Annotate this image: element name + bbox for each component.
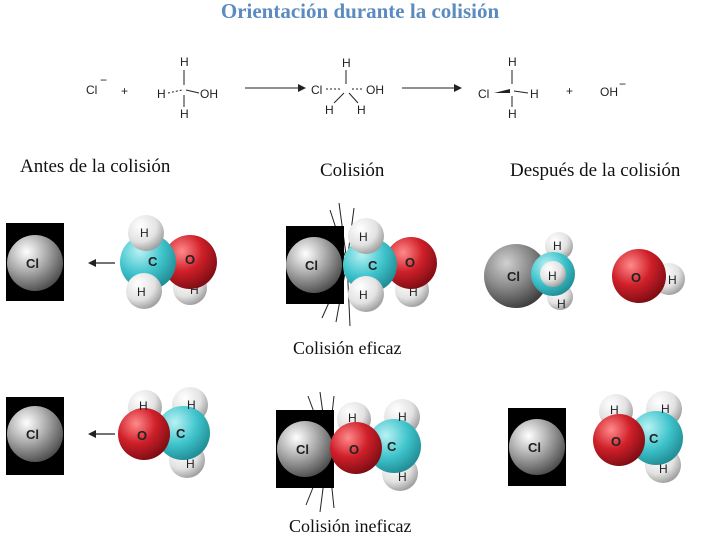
heading-collision: Colisión (320, 160, 385, 181)
eq-p-h-top: H (508, 55, 517, 69)
eq-ts-cl: Cl (311, 83, 322, 97)
h-label: H (348, 411, 357, 425)
h-label: H (359, 230, 368, 244)
methanol-before-1: H H H C O (120, 215, 217, 309)
caption-ineffective: Colisión ineficaz (289, 516, 412, 536)
hydroxide-after-1: O H (612, 249, 685, 303)
methanol-after-2: H H H O C (593, 391, 683, 483)
cl-atom-before-2 (7, 406, 63, 462)
eq-h-top: H (180, 55, 189, 69)
page-title: Orientación durante la colisión (220, 0, 500, 23)
h-label: H (186, 457, 195, 471)
caption-effective: Colisión eficaz (293, 338, 402, 358)
cl-label-collision-2: Cl (296, 442, 309, 457)
h-label: H (187, 398, 196, 412)
approach-arrow-1 (88, 259, 96, 267)
chloromethane-after-1: Cl H H H (484, 232, 575, 311)
cl-label-before-1: Cl (26, 256, 39, 271)
o-label: O (611, 434, 621, 449)
h-label: H (140, 226, 149, 240)
eq-oh: OH (200, 87, 218, 101)
o-label: O (631, 270, 641, 285)
heading-after: Después de la colisión (510, 160, 681, 181)
heading-before: Antes de la colisión (20, 156, 171, 177)
eq-oh-charge: − (619, 77, 626, 91)
o-label: O (405, 255, 415, 270)
h-label: H (659, 462, 668, 476)
eq-ts-oh: OH (366, 83, 384, 97)
approach-arrow-2 (88, 430, 96, 438)
h-label: H (557, 297, 566, 311)
c-label: C (387, 439, 397, 454)
h-label: H (661, 402, 670, 416)
methanol-collision-2: H H H O C (330, 399, 421, 491)
h-label: H (668, 273, 677, 287)
chemical-equation: Cl − + H H OH H H Cl OH H H H Cl H H + O… (86, 55, 626, 121)
c-label: C (368, 258, 378, 273)
c-label: C (649, 431, 659, 446)
h-label: H (139, 399, 148, 413)
methanol-collision-1: H H H C O (343, 218, 437, 312)
o-label: O (137, 428, 147, 443)
c-label: C (176, 426, 186, 441)
cl-label-after-1: Cl (507, 269, 520, 284)
eq-ts-h-top: H (342, 56, 351, 70)
h-label: H (553, 239, 562, 253)
eq-ts-h-1: H (325, 103, 334, 117)
cl-atom-collision-1 (286, 237, 342, 293)
eq-p-h-bottom: H (508, 107, 517, 121)
eq-cl-ion: Cl (86, 83, 97, 97)
h-label: H (398, 410, 407, 424)
eq-plus-2: + (566, 84, 573, 98)
c-label: C (148, 254, 158, 269)
h-label: H (610, 403, 619, 417)
eq-oh-ion: OH (600, 85, 618, 99)
eq-plus-1: + (121, 84, 128, 98)
methanol-before-2: H H H O C (118, 387, 210, 478)
cl-label-after-2: Cl (528, 440, 541, 455)
eq-h-bottom: H (180, 107, 189, 121)
eq-p-cl: Cl (478, 87, 489, 101)
h-label: H (190, 283, 199, 297)
o-label: O (185, 252, 195, 267)
h-label: H (137, 285, 146, 299)
cl-atom-collision-2 (277, 421, 333, 477)
h-label: H (359, 288, 368, 302)
o-label: O (349, 442, 359, 457)
h-label: H (398, 470, 407, 484)
h-label: H (409, 285, 418, 299)
cl-atom-before-1 (7, 235, 63, 291)
h-label: H (548, 269, 557, 283)
eq-h-left: H (157, 87, 166, 101)
cl-label-before-2: Cl (26, 427, 39, 442)
cl-atom-after-2 (509, 419, 565, 475)
eq-cl-charge: − (100, 73, 107, 87)
cl-label-collision-1: Cl (305, 258, 318, 273)
eq-ts-h-2: H (357, 103, 366, 117)
eq-p-h-right: H (530, 87, 539, 101)
